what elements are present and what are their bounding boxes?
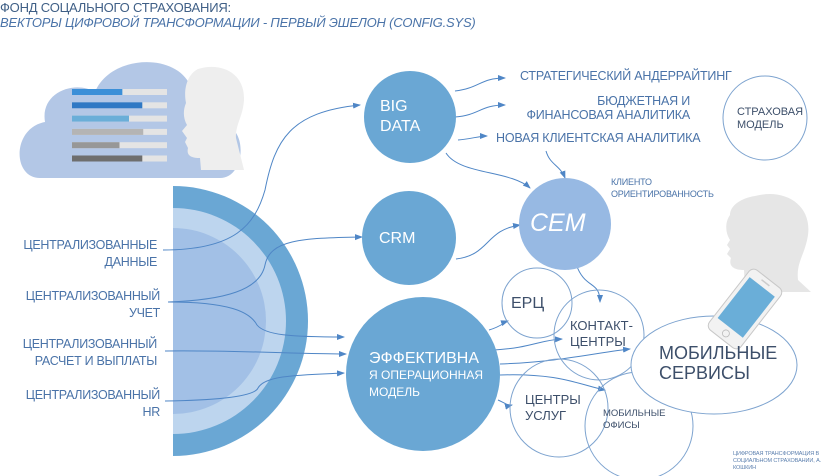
erc-label: ЕРЦ — [511, 295, 545, 312]
contact-centers-label: КОНТАКТ-ЦЕНТРЫ — [570, 318, 633, 349]
node-crm[interactable] — [362, 191, 456, 285]
cloud-bar-fill — [72, 89, 123, 95]
cloud-bar-fill — [72, 142, 120, 149]
cloud-bar-chart — [72, 89, 167, 162]
connectors — [162, 75, 631, 410]
person-head-icon-right — [726, 194, 811, 292]
cloud-bar-fill — [72, 128, 144, 135]
cloud-bar-fill — [72, 155, 143, 162]
node-big-data[interactable] — [364, 71, 456, 163]
crm-label: CRM — [379, 230, 416, 247]
centralization-half-circle — [173, 186, 308, 456]
node-erc[interactable] — [501, 267, 573, 339]
person-head-icon — [182, 66, 245, 170]
page-subtitle: ВЕКТОРЫ ЦИФРОВОЙ ТРАНСФОРМАЦИИ - ПЕРВЫЙ … — [0, 15, 476, 30]
node-service-centers[interactable] — [509, 358, 609, 458]
cloud-bar-fill — [72, 115, 129, 122]
node-ops-model[interactable] — [346, 297, 500, 451]
node-insurance-model[interactable] — [722, 75, 808, 161]
ops-model-label: ЭФФЕКТИВНА Я ОПЕРАЦИОННАЯ МОДЕЛЬ — [369, 350, 484, 399]
smartphone-icon — [707, 268, 783, 350]
cloud-bar-fill — [72, 102, 143, 109]
strategic-underwriting-label: СТРАТЕГИЧЕСКИЙ АНДЕРРАЙТИНГ — [520, 69, 732, 83]
node-cem[interactable] — [519, 178, 611, 270]
client-analytics-label: НОВАЯ КЛИЕНТСКАЯ АНАЛИТИКА — [496, 131, 701, 145]
cem-label: CEM — [530, 209, 586, 237]
page-title: ФОНД СОЦАЛЬНОГО СТРАХОВАНИЯ: — [0, 0, 231, 15]
